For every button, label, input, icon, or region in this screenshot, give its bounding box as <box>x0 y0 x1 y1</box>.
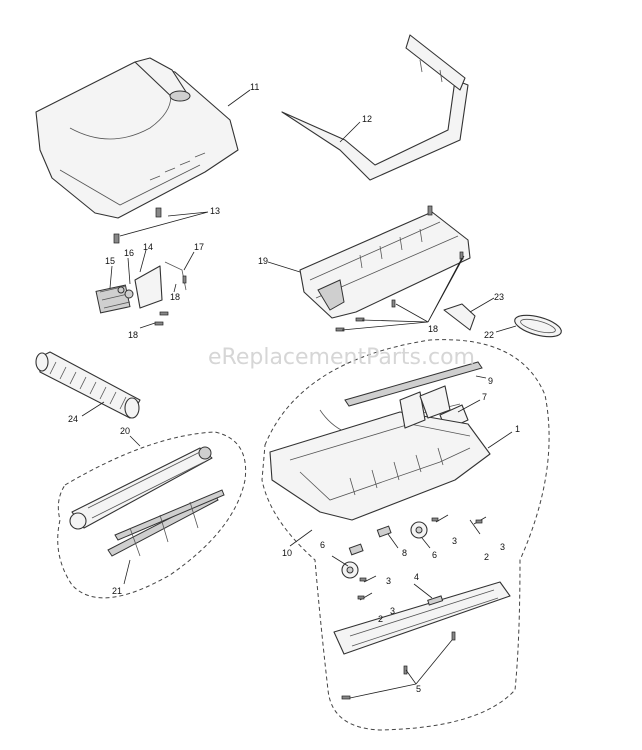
label-21: 21 <box>112 586 122 596</box>
part-number-labels: 1 2 2 3 3 3 3 4 5 6 6 7 8 9 10 11 12 13 … <box>68 82 520 694</box>
watermark-text: eReplacementParts.com <box>208 345 475 370</box>
label-2: 2 <box>378 614 383 624</box>
label-4: 4 <box>414 572 419 582</box>
part-11-hood <box>35 57 239 219</box>
label-11: 11 <box>250 82 259 92</box>
label-22: 22 <box>484 330 494 340</box>
label-3: 3 <box>386 576 391 586</box>
leader-lines <box>81 89 517 699</box>
label-19: 19 <box>258 256 268 266</box>
label-15: 15 <box>105 256 115 266</box>
label-3: 3 <box>390 606 395 616</box>
part-2-3-hardware <box>357 514 487 601</box>
label-5: 5 <box>416 684 421 694</box>
label-24: 24 <box>68 414 78 424</box>
label-3: 3 <box>452 536 457 546</box>
part-23-clip <box>443 303 476 331</box>
label-8: 8 <box>402 548 407 558</box>
part-8-clip <box>348 525 392 556</box>
label-6: 6 <box>432 550 437 560</box>
label-16: 16 <box>124 248 134 258</box>
label-18: 18 <box>428 324 438 334</box>
label-14: 14 <box>143 242 153 252</box>
label-23: 23 <box>494 292 504 302</box>
label-3: 3 <box>500 542 505 552</box>
part-22-belt <box>514 314 562 338</box>
brushroll-group-outline <box>57 431 247 599</box>
main-housing-group-outline <box>261 339 550 731</box>
label-9: 9 <box>488 376 493 386</box>
part-13-screws <box>113 207 162 244</box>
label-6: 6 <box>320 540 325 550</box>
label-13: 13 <box>210 206 220 216</box>
label-1: 1 <box>515 424 520 434</box>
part-12-bumper <box>281 34 469 181</box>
switch-assembly <box>95 261 187 316</box>
label-10: 10 <box>282 548 292 558</box>
part-6-wheels <box>341 521 428 579</box>
part-4-bottom-plate <box>333 581 511 655</box>
part-1-base <box>269 385 491 521</box>
part-19-nozzle-base <box>299 205 471 319</box>
label-20: 20 <box>120 426 130 436</box>
part-21-brush-strips <box>107 489 225 557</box>
label-7: 7 <box>482 392 487 402</box>
label-2: 2 <box>484 552 489 562</box>
label-12: 12 <box>362 114 372 124</box>
part-24-hose <box>35 351 141 419</box>
label-18: 18 <box>128 330 138 340</box>
part-5-screws <box>341 631 456 700</box>
label-17: 17 <box>194 242 204 252</box>
label-18: 18 <box>170 292 180 302</box>
part-20-brushroll <box>69 446 213 530</box>
